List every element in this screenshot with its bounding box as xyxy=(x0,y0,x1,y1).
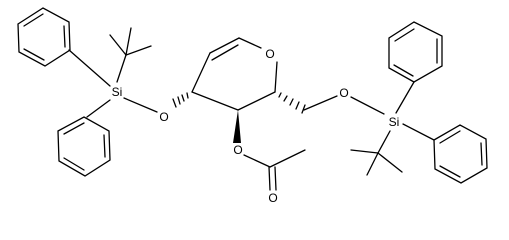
phenyl-ring-right-lower xyxy=(433,124,488,184)
atom-acetate-ester-oxygen: O xyxy=(233,143,242,157)
bond-si-phenyl-lower xyxy=(86,99,111,118)
chemical-structure-diagram: O O Si O O O Si xyxy=(17,7,488,205)
bond-si-phenyl-upper xyxy=(68,49,111,87)
atom-ring-oxygen: O xyxy=(265,47,274,61)
atom-silicon-left: Si xyxy=(112,85,123,99)
hashed-bond-c4-oxygen xyxy=(172,92,189,108)
bond-si-phenyl-right-upper xyxy=(395,81,415,114)
atom-silicon-right: Si xyxy=(389,115,400,129)
tert-butyl-group-left xyxy=(109,27,152,83)
atom-acetate-carbonyl-oxygen: O xyxy=(268,191,277,205)
wedge-bond-c3-oxygen xyxy=(233,110,241,143)
phenyl-ring-left-lower xyxy=(57,116,111,177)
atom-silyl-ether-oxygen-left: O xyxy=(159,110,168,124)
bond-si-oxygen-left xyxy=(123,97,158,113)
phenyl-ring-left-upper xyxy=(17,7,71,67)
acetate-group xyxy=(243,149,306,191)
bond-si-phenyl-right-lower xyxy=(402,123,435,141)
phenyl-ring-right-upper xyxy=(388,21,443,83)
dihydropyran-ring xyxy=(191,37,278,111)
bond-ch2-oxygen xyxy=(303,95,338,111)
bond-oxygen-si-right xyxy=(350,96,385,115)
hashed-bond-c5-ch2 xyxy=(278,92,306,114)
tert-butyl-group-right xyxy=(350,130,403,176)
atom-silyl-ether-oxygen-right: O xyxy=(339,86,348,100)
